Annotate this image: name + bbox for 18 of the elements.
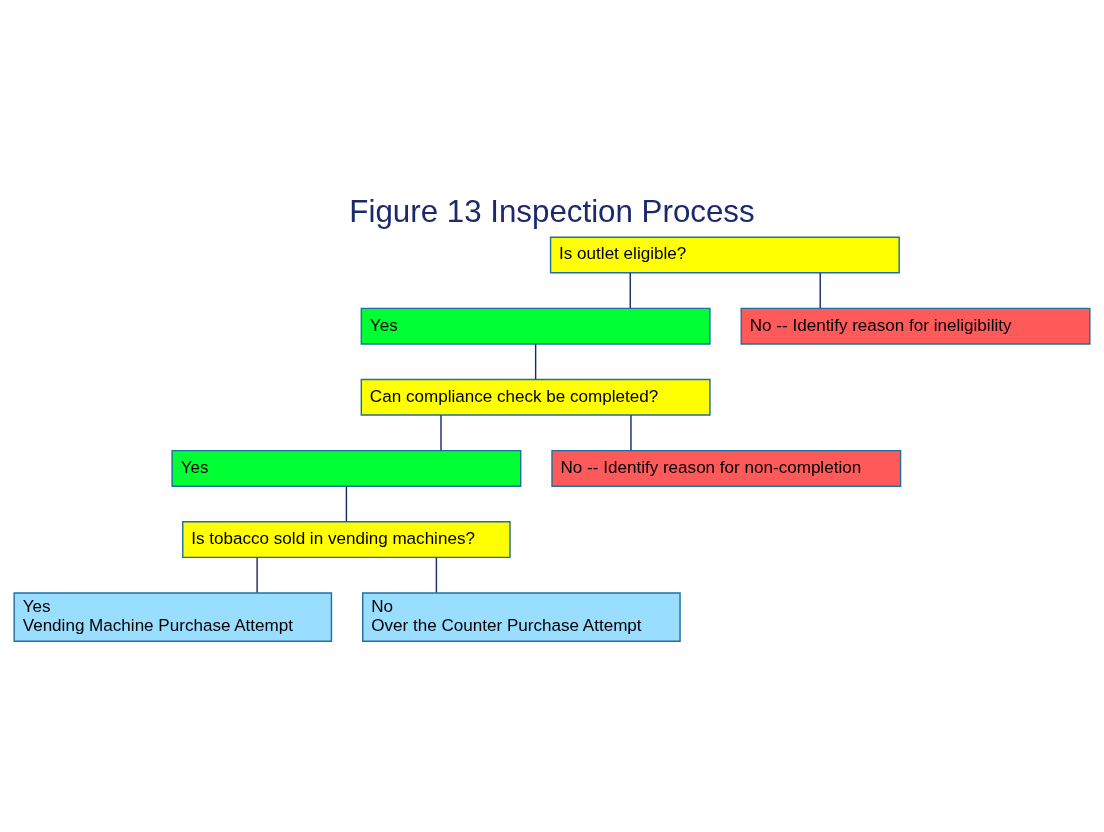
node-box: No -- Identify reason for ineligibility (740, 307, 1091, 345)
diagram-title: Figure 13 Inspection Process (349, 193, 755, 229)
node-box: Is tobacco sold in vending machines? (182, 520, 511, 558)
connector (440, 414, 442, 451)
connector (435, 556, 438, 593)
node-box: No -- Identify reason for non-completion (551, 449, 902, 487)
node-box: Yes (171, 449, 522, 487)
connector (345, 485, 348, 522)
node-box: Yes (360, 307, 711, 345)
node-box: No Over the Counter Purchase Attempt (362, 591, 681, 642)
connector (819, 271, 821, 309)
node-box: Yes Vending Machine Purchase Attempt (13, 591, 333, 642)
node-box: Can compliance check be completed? (360, 378, 711, 416)
node-box: Is outlet eligible? (549, 236, 900, 273)
connector (630, 414, 632, 451)
connector (629, 271, 631, 309)
connector (256, 556, 258, 593)
connector (534, 342, 537, 380)
